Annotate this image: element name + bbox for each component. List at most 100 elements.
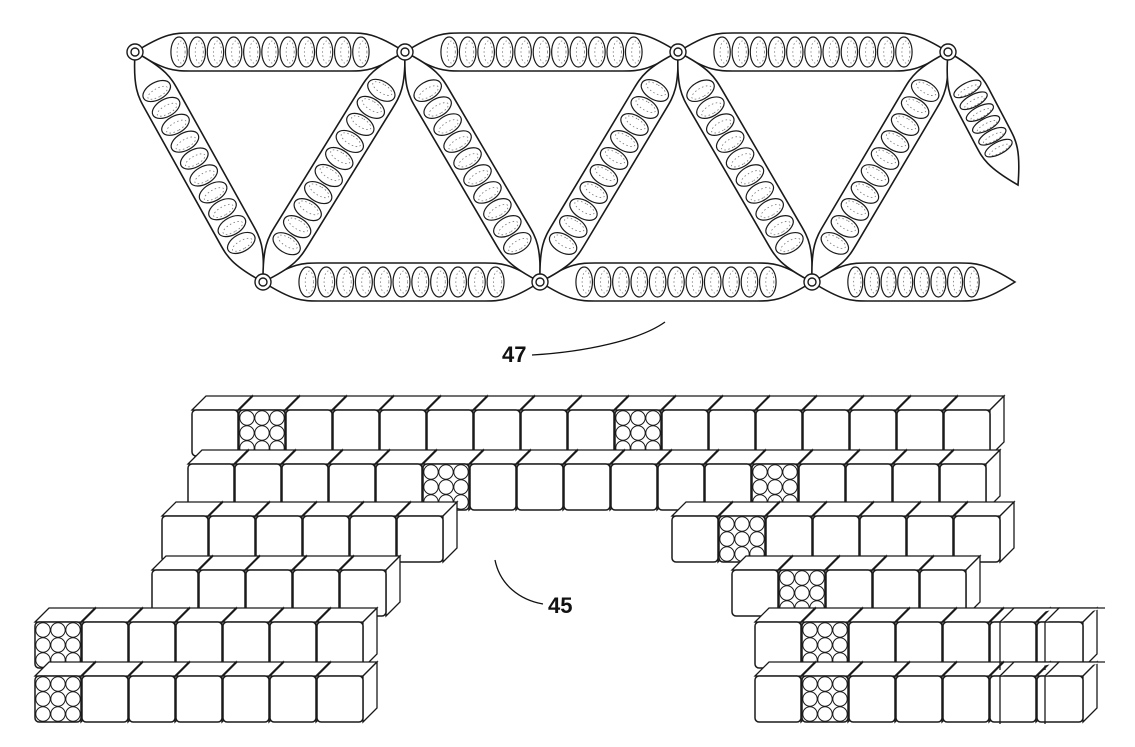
block-front-face [849, 409, 897, 457]
cell-ellipse [963, 266, 980, 298]
cell-ellipse [715, 130, 745, 153]
block-front-face [269, 621, 317, 669]
cell-ellipse [373, 266, 392, 298]
block-front-face [285, 409, 333, 457]
block-front-face [755, 409, 803, 457]
cell-ellipse [161, 113, 190, 136]
cell-ellipse [208, 198, 237, 221]
fill-pebble [794, 585, 810, 601]
cell-core [574, 200, 595, 215]
block-front-face [316, 621, 364, 669]
cell-ellipse [725, 147, 755, 170]
cell-ellipse [503, 231, 532, 255]
fill-pebble [809, 570, 825, 586]
cell-ellipse [423, 96, 452, 119]
cell-core [428, 102, 449, 117]
fill-pebble [734, 516, 750, 532]
fill-pebble [809, 585, 825, 601]
fill-pebble [453, 464, 469, 480]
cell-ellipse [876, 36, 895, 68]
block-front-face [895, 621, 943, 669]
cell-core [417, 270, 427, 294]
block-front-face [128, 675, 176, 723]
cell-ellipse [946, 266, 964, 298]
partial-block [999, 607, 1060, 670]
block [670, 500, 734, 564]
fill-pebble [719, 546, 735, 562]
cell-core [267, 40, 277, 64]
cell-ellipse [630, 96, 659, 119]
cell-ellipse [822, 36, 840, 68]
cell-ellipse [188, 36, 207, 68]
fill-pebble [802, 676, 818, 692]
cell-core [342, 270, 352, 294]
cell-ellipse [685, 266, 704, 298]
cell-ellipse [913, 266, 930, 298]
cell-ellipse [352, 36, 370, 68]
cell-core [483, 40, 493, 64]
cell-core [737, 40, 747, 64]
cell-ellipse [392, 266, 411, 298]
truss-member [810, 262, 1017, 302]
fill-pebble [35, 637, 51, 653]
cell-ellipse [731, 36, 750, 68]
member-body [810, 262, 1017, 302]
cell-core [760, 204, 781, 219]
cell-core [474, 270, 484, 294]
cell-core [330, 149, 351, 165]
cell-core [865, 166, 887, 181]
reference-47: 47 [502, 321, 666, 367]
cell-ellipse [325, 146, 354, 171]
block-front-face [848, 675, 896, 723]
cell-core [673, 270, 683, 294]
cell-core [288, 217, 309, 233]
fill-pebble [630, 410, 646, 426]
fill-pebble [50, 676, 66, 692]
member-casing [810, 262, 1017, 302]
joint-node [939, 43, 957, 61]
block [1035, 606, 1099, 670]
block [707, 394, 771, 458]
cell-core [358, 40, 368, 64]
cell-core [231, 40, 241, 64]
fill-pebble [802, 637, 818, 653]
fill-pebble [782, 479, 798, 495]
block-front-face [349, 515, 397, 563]
fill-pebble [832, 622, 848, 638]
cell-ellipse [910, 79, 940, 103]
block-front-face [379, 409, 427, 457]
cell-ellipse [703, 266, 722, 298]
member-body [262, 50, 406, 284]
cell-core [645, 81, 667, 96]
cell-core [581, 270, 591, 294]
member-body [676, 50, 814, 284]
block-front-face [953, 515, 1001, 563]
cell-core [156, 102, 178, 117]
cell-core [285, 40, 295, 64]
joint-pin [535, 277, 545, 287]
joint-pin [673, 47, 683, 57]
cell-core [448, 136, 469, 151]
cell-ellipse [151, 96, 181, 120]
cell-ellipse [599, 147, 629, 170]
cell-core [213, 40, 222, 64]
block-front-face [906, 515, 954, 563]
joint-pin [130, 47, 140, 57]
fill-pebble [65, 637, 81, 653]
cell-ellipse [559, 215, 588, 238]
block-front-face [989, 621, 1037, 669]
cell-ellipse [272, 232, 301, 256]
partial-block-edge [1044, 661, 1105, 677]
member-casing [262, 50, 406, 284]
cell-ellipse [569, 36, 588, 68]
cell-core [436, 270, 446, 294]
cell-ellipse [840, 198, 870, 221]
fill-pebble [630, 425, 646, 441]
cell-ellipse [473, 181, 502, 204]
cell-core [508, 237, 529, 253]
block-front-face [671, 515, 719, 563]
cell-ellipse [440, 36, 459, 68]
block-front-face [942, 621, 990, 669]
cell-core [468, 170, 489, 185]
joint-pin [400, 47, 410, 57]
